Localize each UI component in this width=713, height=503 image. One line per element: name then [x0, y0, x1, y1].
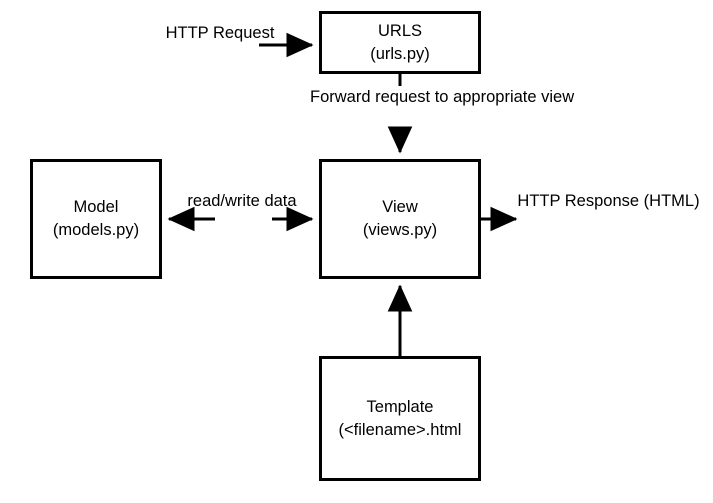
- node-model-title: Model: [73, 198, 119, 217]
- label-forward-request-line1: Forward request to: [310, 88, 449, 106]
- node-template-text: Template (<filename>.html: [310, 396, 490, 442]
- label-http-response-line1: HTTP Response: [517, 192, 640, 210]
- node-view-filename: (views.py): [362, 221, 438, 239]
- label-forward-request-line2: appropriate view: [453, 88, 575, 106]
- node-template-title: Template: [366, 397, 434, 416]
- label-http-request-line1: HTTP: [165, 24, 209, 42]
- label-read-write-data-line2: data: [264, 192, 297, 210]
- label-http-request-line2: Request: [212, 24, 275, 42]
- node-view[interactable]: View (views.py): [319, 159, 481, 279]
- label-read-write-data-line1: read/write: [187, 192, 260, 210]
- node-template[interactable]: Template (<filename>.html: [319, 356, 481, 481]
- label-http-request: HTTP Request: [165, 22, 275, 45]
- label-forward-request: Forward request to appropriate view: [310, 86, 574, 109]
- node-template-filename: (<filename>.html: [338, 420, 462, 439]
- node-urls-filename: (urls.py): [370, 44, 430, 63]
- node-model[interactable]: Model (models.py): [30, 159, 162, 279]
- node-view-title: View: [382, 198, 418, 217]
- node-urls-title: URLS: [377, 21, 422, 40]
- node-urls[interactable]: URLS (urls.py): [319, 11, 481, 74]
- node-model-filename: (models.py): [52, 221, 140, 239]
- label-http-response: HTTP Response (HTML): [516, 190, 701, 213]
- label-read-write-data: read/write data: [186, 190, 298, 213]
- label-http-response-line2: (HTML): [643, 192, 700, 210]
